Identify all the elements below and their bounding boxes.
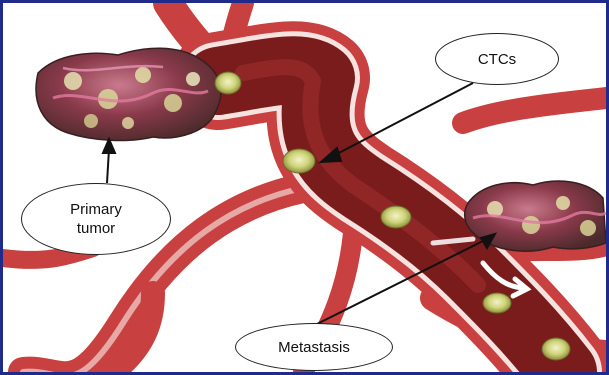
primary-tumor-mass [36,48,221,140]
ctc-cell [283,149,315,173]
ctcs-label: CTCs [478,50,516,69]
pointer-primary-tumor [107,149,109,183]
primary-tumor-label-line1: Primary [70,201,122,218]
metastasis-callout: Metastasis [235,323,393,371]
ctc-cell [381,206,411,228]
primary-tumor-label: Primary tumor [70,200,122,238]
ctc-cell [542,338,570,360]
metastasis-label: Metastasis [278,338,350,357]
ctcs-callout: CTCs [435,33,559,85]
ctc-cell [215,72,241,94]
primary-tumor-callout: Primary tumor [21,183,171,255]
ctc-cell [483,293,511,313]
primary-tumor-label-line2: tumor [77,220,115,237]
